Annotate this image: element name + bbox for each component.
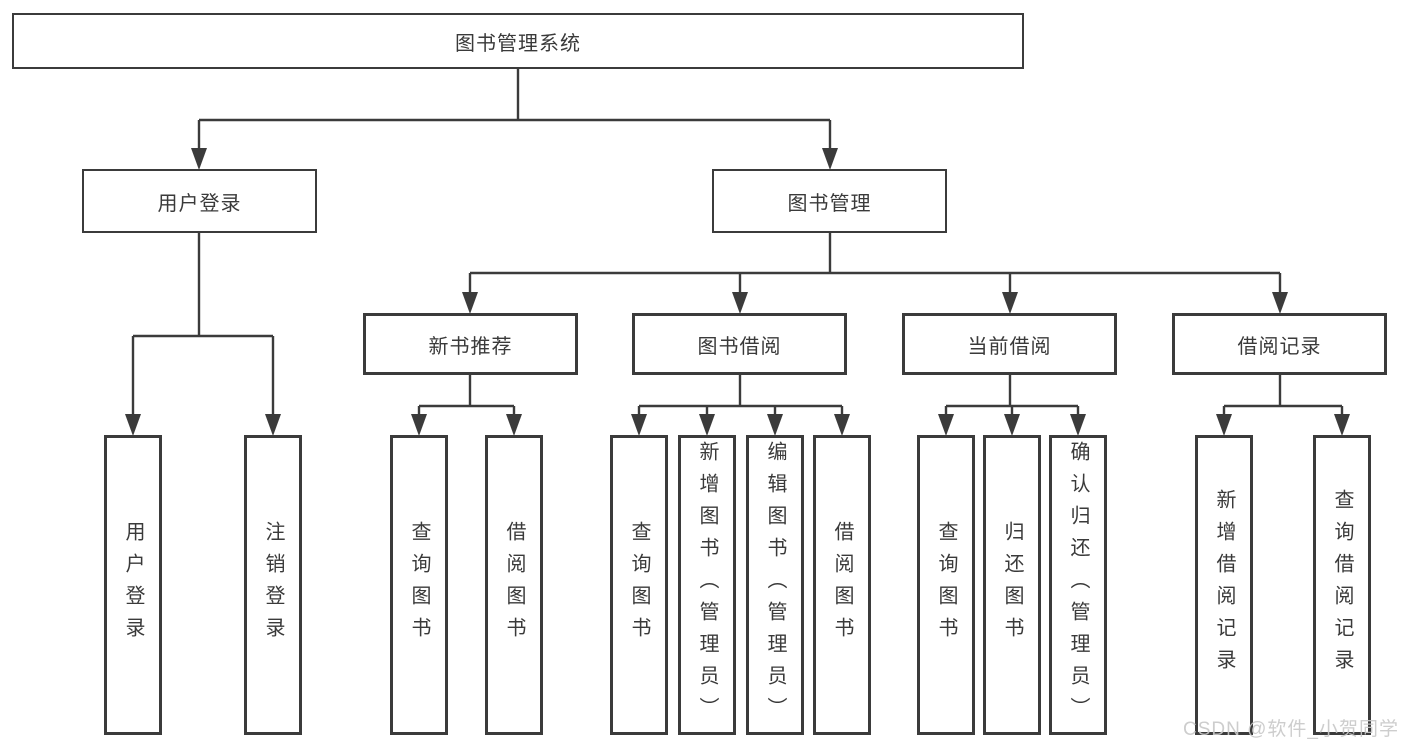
leaf-current-query-books: 查询图书 bbox=[917, 435, 975, 735]
node-user-login: 用户登录 bbox=[82, 169, 317, 233]
arrow-down-icon bbox=[506, 414, 522, 436]
arrow-down-icon bbox=[1334, 414, 1350, 436]
arrow-down-icon bbox=[1216, 414, 1232, 436]
leaf-borrow-query-books: 查询图书 bbox=[610, 435, 668, 735]
arrow-down-icon bbox=[1070, 414, 1086, 436]
csdn-watermark: CSDN @软件_小贺同学 bbox=[1183, 719, 1399, 740]
arrow-down-icon bbox=[834, 414, 850, 436]
node-current-borrow: 当前借阅 bbox=[902, 313, 1117, 375]
edge-new-book-recommend-to-leaves bbox=[411, 375, 522, 436]
node-book-management: 图书管理 bbox=[712, 169, 947, 233]
arrow-down-icon bbox=[1002, 292, 1018, 314]
arrow-down-icon bbox=[767, 414, 783, 436]
leaf-records-query-borrow-record: 查询借阅记录 bbox=[1313, 435, 1371, 735]
arrow-down-icon bbox=[125, 414, 141, 436]
arrow-down-icon bbox=[631, 414, 647, 436]
leaf-user-login: 用户登录 bbox=[104, 435, 162, 735]
edge-borrow-records-to-leaves bbox=[1216, 375, 1350, 436]
edge-book-management-to-level3 bbox=[462, 233, 1288, 314]
node-library-system: 图书管理系统 bbox=[12, 13, 1024, 69]
node-new-book-recommend: 新书推荐 bbox=[363, 313, 578, 375]
arrow-down-icon bbox=[191, 148, 207, 170]
leaf-recommend-query-books: 查询图书 bbox=[390, 435, 448, 735]
leaf-current-confirm-return-admin: 确认归还（管理员） bbox=[1049, 435, 1107, 735]
arrow-down-icon bbox=[411, 414, 427, 436]
arrow-down-icon bbox=[1004, 414, 1020, 436]
node-book-borrow: 图书借阅 bbox=[632, 313, 847, 375]
arrow-down-icon bbox=[265, 414, 281, 436]
edge-root-to-level2 bbox=[191, 69, 838, 170]
arrow-down-icon bbox=[822, 148, 838, 170]
leaf-records-add-borrow-record: 新增借阅记录 bbox=[1195, 435, 1253, 735]
arrow-down-icon bbox=[1272, 292, 1288, 314]
node-borrow-records: 借阅记录 bbox=[1172, 313, 1387, 375]
edge-user-login-to-leaves bbox=[125, 233, 281, 436]
leaf-recommend-borrow-books: 借阅图书 bbox=[485, 435, 543, 735]
leaf-logout: 注销登录 bbox=[244, 435, 302, 735]
leaf-borrow-borrow-books: 借阅图书 bbox=[813, 435, 871, 735]
arrow-down-icon bbox=[699, 414, 715, 436]
arrow-down-icon bbox=[938, 414, 954, 436]
leaf-current-return-books: 归还图书 bbox=[983, 435, 1041, 735]
arrow-down-icon bbox=[732, 292, 748, 314]
leaf-borrow-edit-books-admin: 编辑图书（管理员） bbox=[746, 435, 804, 735]
edge-current-borrow-to-leaves bbox=[938, 375, 1086, 436]
arrow-down-icon bbox=[462, 292, 478, 314]
edge-book-borrow-to-leaves bbox=[631, 375, 850, 436]
leaf-borrow-add-books-admin: 新增图书（管理员） bbox=[678, 435, 736, 735]
